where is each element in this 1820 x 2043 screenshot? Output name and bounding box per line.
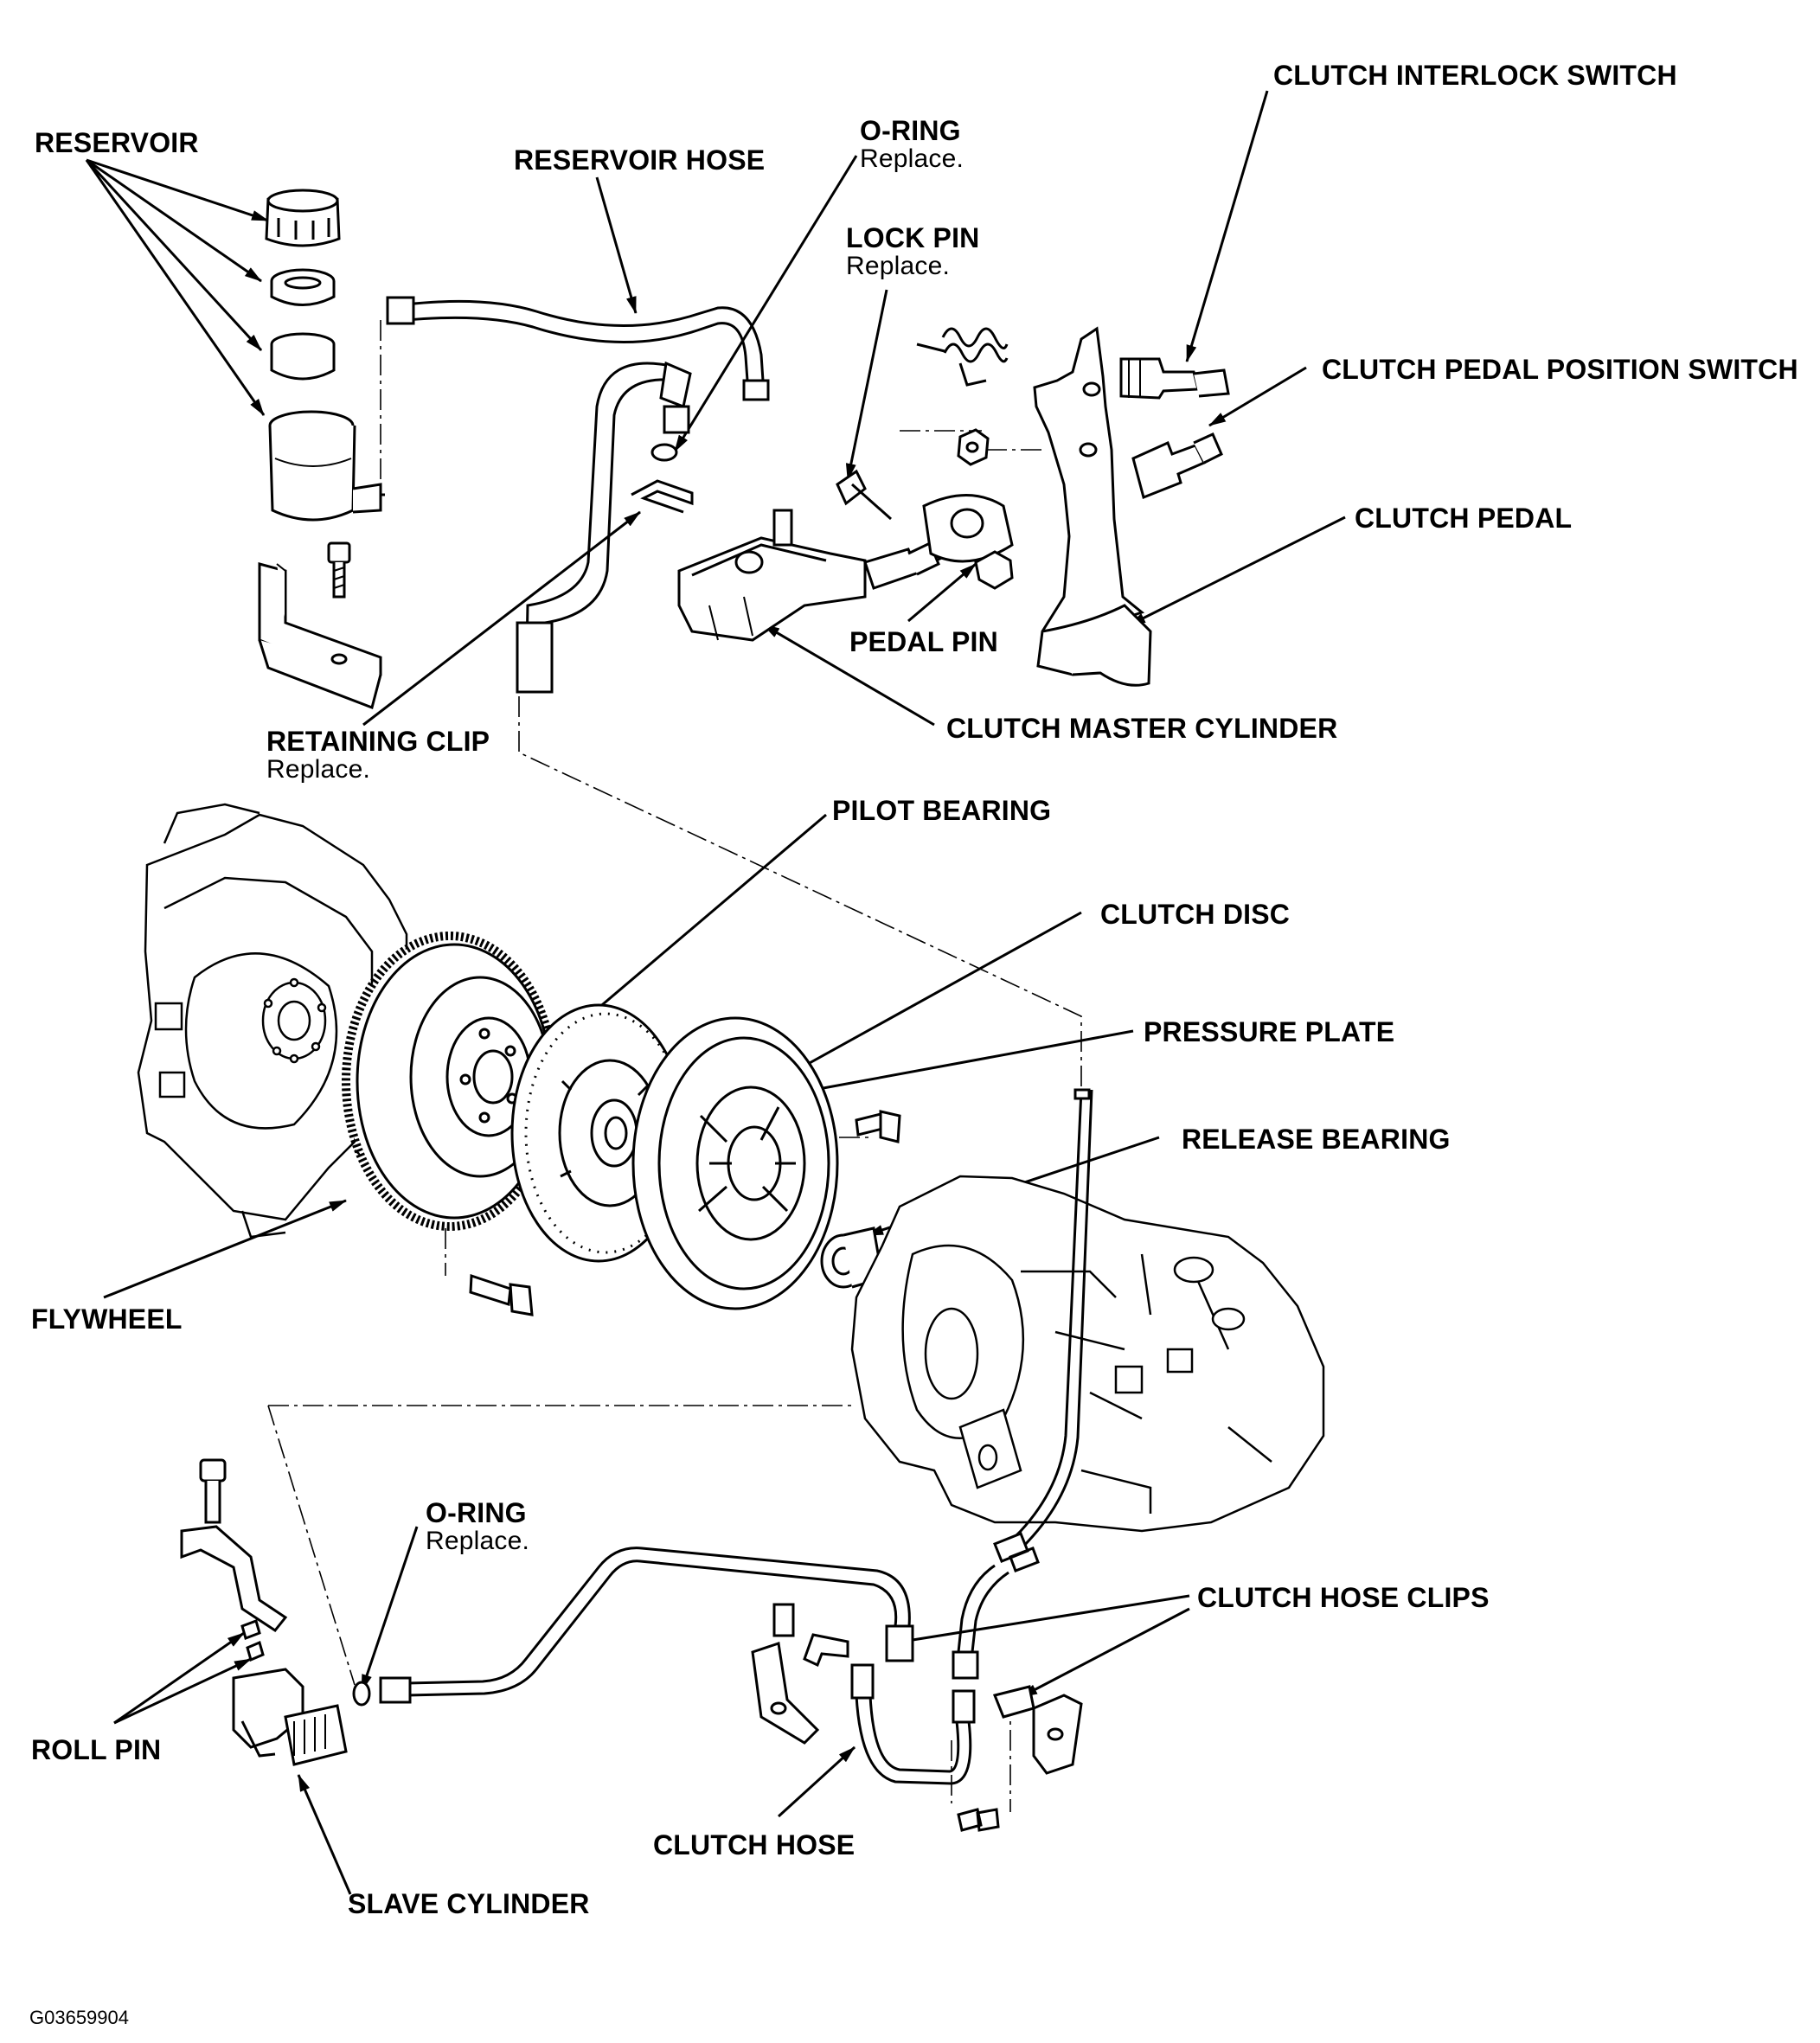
label-clutch-pedal-position-switch: CLUTCH PEDAL POSITION SWITCH [1322,354,1798,385]
label-retaining-clip: RETAINING CLIP Replace. [266,726,490,784]
label-reservoir: RESERVOIR [35,127,199,158]
o-ring-top-leader [673,155,858,452]
label-reservoir-hose: RESERVOIR HOSE [514,144,766,176]
transmission-case [850,1175,1325,1533]
pedal-pin-leader [907,562,977,623]
pressure-plate-bolt [855,1110,901,1143]
clutch-hose-leader [777,1745,856,1818]
o-ring-bottom-leader [360,1526,419,1692]
return-spring [916,327,1009,387]
clutch-hose-part [850,1663,976,1785]
slave-cylinder-part [180,1458,371,1766]
figure-id: G03659904 [29,2007,129,2028]
lock-pin [836,469,892,521]
reservoir-leader-seal [86,158,262,283]
reservoir-leader-body [85,159,266,416]
flywheel-bolt [469,1273,534,1316]
lock-pin-leader [845,289,888,481]
pressure-plate [631,1016,839,1310]
label-clutch-pedal: CLUTCH PEDAL [1355,503,1573,534]
hose-clips-leader-1 [890,1594,1190,1646]
label-retaining-clip-note: Replace. [266,755,371,784]
master-cylinder-leader [762,623,935,727]
label-clutch-disc: CLUTCH DISC [1100,899,1291,930]
label-slave-cylinder: SLAVE CYLINDER [348,1888,590,1919]
flywheel-leader [103,1199,347,1299]
pressure-plate-leader [804,1029,1134,1094]
reservoir-hose [386,296,770,694]
position-switch-leader [1208,366,1307,427]
interlock-switch [1119,357,1230,400]
label-o-ring-bottom-note: Replace. [426,1527,530,1555]
label-lock-pin: LOCK PIN Replace. [846,222,980,280]
clutch-master-cylinder [677,428,1014,642]
label-pressure-plate: PRESSURE PLATE [1144,1016,1395,1047]
clutch-pedal-part [1033,326,1152,687]
hose-clip-parts [751,1603,1083,1832]
reservoir-hose-leader [595,176,638,314]
label-pilot-bearing: PILOT BEARING [832,795,1052,826]
label-clutch-master-cylinder: CLUTCH MASTER CYLINDER [946,713,1338,744]
slave-cylinder-leader [297,1774,352,1895]
reservoir-leader-cap [86,158,269,222]
label-flywheel: FLYWHEEL [31,1303,183,1335]
interlock-switch-leader [1185,90,1269,362]
label-pedal-pin: PEDAL PIN [849,626,998,657]
retaining-clip-leader [362,510,641,727]
label-lock-pin-note: Replace. [846,252,951,280]
hose-clips-leader-2 [1020,1607,1190,1699]
label-clutch-interlock-switch: CLUTCH INTERLOCK SWITCH [1273,60,1677,91]
label-o-ring-top: O-RING Replace. [860,115,964,173]
label-release-bearing: RELEASE BEARING [1182,1124,1451,1155]
clutch-pedal-leader [1128,516,1346,627]
position-switch [1131,432,1223,500]
clutch-pipe [379,1088,1093,1704]
reservoir-parts [258,189,385,709]
label-clutch-hose-clips: CLUTCH HOSE CLIPS [1197,1582,1490,1613]
label-o-ring-bottom: O-RING Replace. [426,1497,530,1555]
roll-pin-leader-1 [113,1631,245,1725]
engine-block [137,803,408,1239]
label-clutch-hose: CLUTCH HOSE [653,1829,856,1860]
reservoir-leader-ring [85,158,263,352]
label-roll-pin: ROLL PIN [31,1734,162,1765]
retaining-clip [631,479,694,514]
label-o-ring-top-note: Replace. [860,144,964,173]
roll-pin-leader-2 [113,1657,252,1725]
